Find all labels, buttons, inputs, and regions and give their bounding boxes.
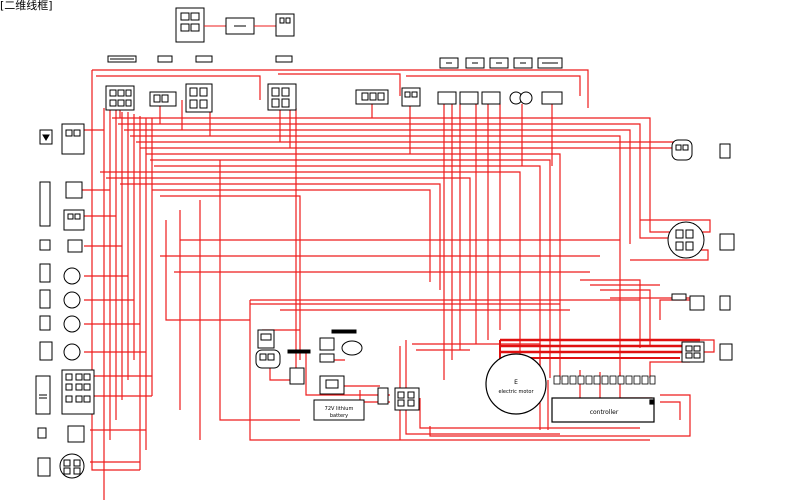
electric-motor [485, 353, 547, 415]
battery-label-line1: 72V lithium [325, 406, 354, 412]
left-connector-1 [61, 123, 85, 155]
connector-c11 [541, 91, 563, 105]
controller-box [551, 397, 655, 423]
left-tag-9 [37, 427, 47, 439]
buzzer [319, 337, 335, 351]
left-tag-6 [39, 315, 51, 331]
right-tag-4 [719, 343, 733, 361]
battery-label-line2: battery [330, 413, 348, 419]
left-tag-7 [39, 341, 53, 361]
right-tag-2 [719, 233, 735, 251]
left-tag-3 [39, 239, 51, 251]
right-round-connector [667, 221, 705, 259]
left-connector-5 [63, 267, 81, 285]
connector-c8 [459, 91, 479, 105]
connector-c9 [481, 91, 501, 105]
right-tag-1 [719, 143, 731, 159]
left-tag-10 [37, 457, 51, 477]
left-connector-6 [63, 291, 81, 309]
fuse-box [394, 387, 420, 411]
right-tag-3 [719, 295, 731, 311]
left-connector-9 [67, 425, 85, 443]
horn [341, 340, 363, 356]
left-connector-4 [67, 239, 83, 253]
right-connector-3 [689, 295, 705, 311]
top-connectors [105, 83, 563, 113]
connector-c7 [437, 91, 457, 105]
top-label-tags [107, 55, 563, 69]
thick-bus [499, 338, 700, 364]
left-tag-4 [39, 263, 51, 283]
fuse-tag [377, 387, 389, 405]
controller-terminals [553, 375, 656, 385]
left-connector-3 [63, 209, 85, 231]
top-plug-assembly [175, 7, 295, 43]
right-connector-4 [681, 341, 705, 363]
motor-label-line2: electric motor [498, 389, 534, 395]
controller-label: controller [590, 409, 619, 416]
left-tag-2 [39, 181, 51, 227]
right-components [667, 139, 735, 363]
middle-components [255, 329, 420, 421]
left-connector-7 [63, 315, 81, 333]
left-components [35, 123, 95, 479]
left-connector-8 [63, 343, 81, 361]
motor-label-line1: E [514, 379, 518, 386]
relay-connector [289, 367, 305, 385]
right-small-tag [671, 293, 687, 301]
socket-connector [275, 13, 295, 37]
motor-circle [485, 353, 547, 415]
left-connector-2 [65, 181, 83, 199]
wire-harness [82, 69, 715, 500]
left-tag-5 [39, 289, 51, 309]
right-connector-1 [671, 139, 693, 161]
plug-connector [175, 7, 205, 43]
battery-box [313, 399, 365, 421]
page-title: [二维线框] [0, 0, 53, 12]
